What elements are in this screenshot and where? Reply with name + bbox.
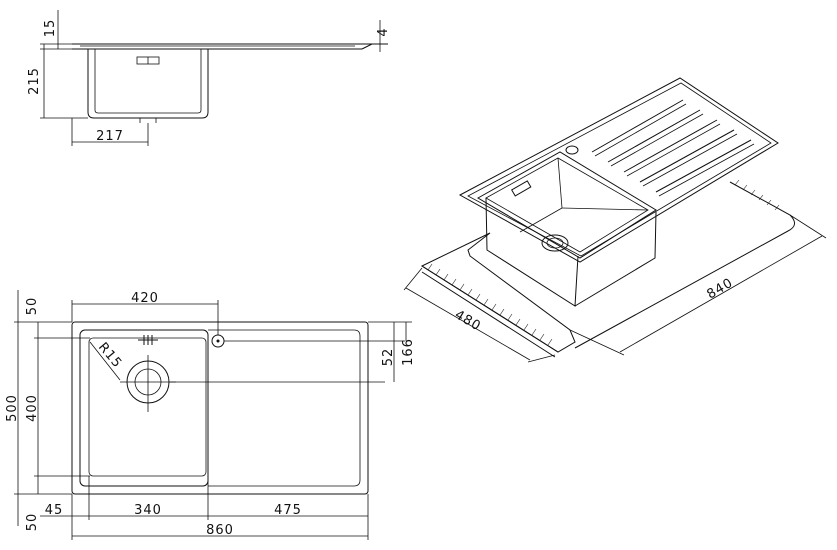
- dim-flange-top: 50: [25, 297, 40, 316]
- dim-bowl-width: 217: [96, 129, 124, 144]
- iso-view: 840 480: [403, 77, 827, 363]
- dim-tap-166: 166: [401, 338, 416, 366]
- dim-top-420: 420: [131, 291, 159, 306]
- dim-corner-radius: R15: [95, 340, 125, 372]
- dim-left-45: 45: [45, 503, 64, 518]
- dim-edge: 4: [376, 27, 391, 36]
- dim-total-860: 860: [206, 523, 234, 538]
- dim-thickness: 15: [43, 19, 58, 38]
- dim-tap-52: 52: [381, 348, 396, 367]
- dim-depth: 215: [27, 67, 42, 95]
- top-view: R15 420 500 400 50 50 52 166 45 340 475 …: [5, 290, 416, 540]
- side-view: 15 215 4 217: [27, 10, 391, 146]
- dim-cutout-840: 840: [704, 276, 736, 303]
- dim-depth-inner: 400: [25, 394, 40, 422]
- dim-flange-bottom: 50: [25, 513, 40, 532]
- dim-drainer-475: 475: [274, 503, 302, 518]
- dim-depth-total: 500: [5, 394, 20, 422]
- dim-bowl-340: 340: [134, 503, 162, 518]
